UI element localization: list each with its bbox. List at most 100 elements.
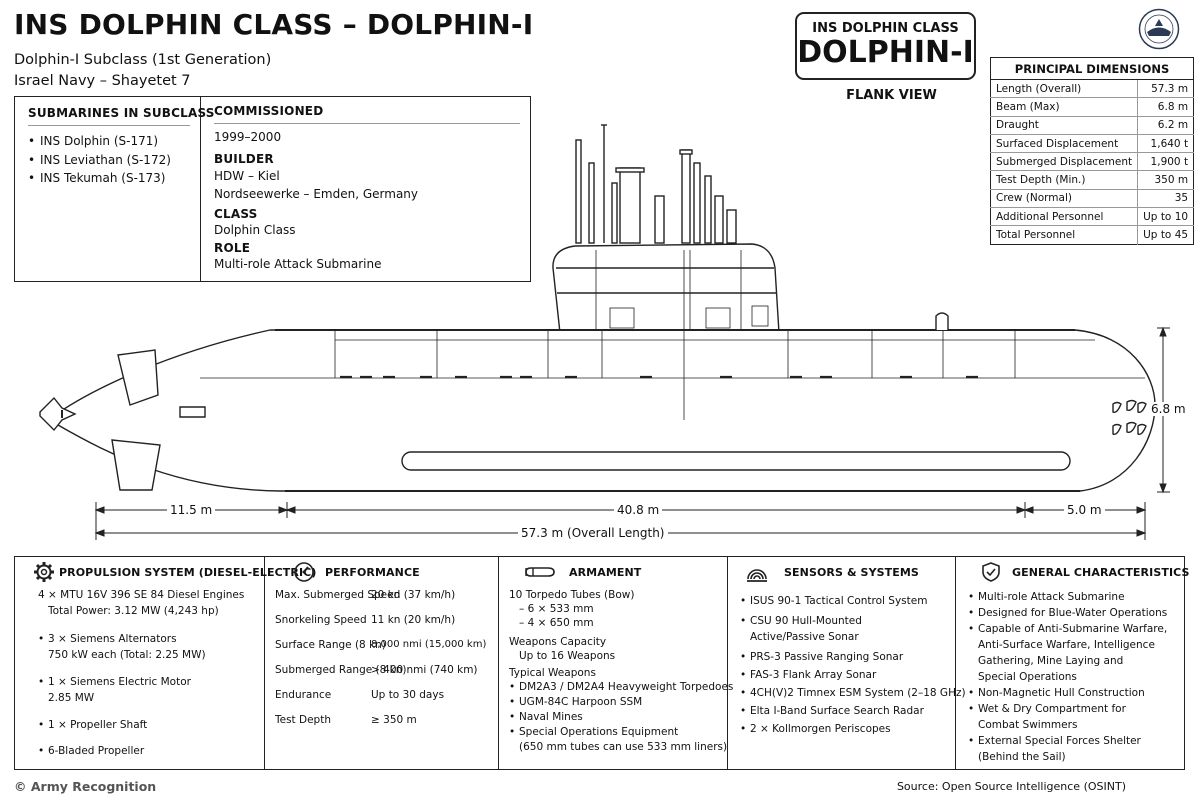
subclass-column: SUBMARINES IN SUBCLASS INS Dolphin (S-17…: [15, 97, 215, 281]
list-item: INS Dolphin (S-171): [28, 132, 200, 151]
list-item: DM2A3 / DM2A4 Heavyweight Torpedoes: [509, 680, 733, 695]
dim-value: 6.2 m: [1137, 115, 1194, 135]
list-item: INS Tekumah (S-173): [28, 169, 200, 188]
dim-label: Crew (Normal): [990, 188, 1138, 208]
panel-header: PERFORMANCE: [265, 561, 498, 583]
table-row: Test Depth (Min.)350 m: [990, 170, 1194, 190]
dim-mid-label: 40.8 m: [614, 503, 663, 517]
general-line: Anti-Surface Warfare, Intelligence: [978, 639, 1155, 651]
list-item: CSU 90 Hull-Mounted: [740, 613, 955, 629]
dimensions-table: PRINCIPAL DIMENSIONS Length (Overall)57.…: [990, 57, 1195, 245]
list-item: FAS-3 Flank Array Sonar: [740, 667, 955, 683]
credit-text: © Army Recognition: [14, 779, 157, 794]
class-value: Dolphin Class: [214, 223, 296, 237]
armament-line: 10 Torpedo Tubes (Bow): [509, 589, 635, 601]
propulsion-line: 1 × Propeller Shaft: [38, 717, 264, 733]
perf-value: Up to 30 days: [371, 689, 445, 701]
dim-value: 350 m: [1137, 170, 1194, 190]
dim-label: Submerged Displacement: [990, 152, 1138, 171]
perf-key: Snorkeling Speed: [275, 614, 367, 626]
dim-overall-label: 57.3 m (Overall Length): [518, 526, 668, 540]
perf-key: Test Depth: [275, 714, 331, 726]
armament-line: Typical Weapons: [509, 667, 596, 679]
page-title: INS DOLPHIN CLASS – DOLPHIN-I: [14, 8, 534, 41]
list-item: Capable of Anti-Submarine Warfare,: [968, 621, 1186, 637]
general-heading: GENERAL CHARACTERISTICS: [1012, 566, 1190, 579]
submarine-list: INS Dolphin (S-171) INS Leviathan (S-172…: [28, 132, 200, 188]
dim-label: Additional Personnel: [990, 207, 1138, 226]
panel-header: GENERAL CHARACTERISTICS: [956, 561, 1189, 583]
propulsion-panel: PROPULSION SYSTEM (DIESEL-ELECTRIC) 4 × …: [15, 557, 316, 769]
dim-label: Draught: [990, 115, 1138, 135]
dim-value: 57.3 m: [1137, 78, 1194, 98]
role-heading: ROLE: [214, 241, 251, 255]
list-item: INS Leviathan (S-172): [28, 151, 200, 170]
general-body: Multi-role Attack Submarine Designed for…: [956, 589, 1186, 765]
propulsion-line: 750 kW each (Total: 2.25 MW): [48, 649, 206, 661]
list-item: Multi-role Attack Submarine: [968, 589, 1186, 605]
builder-value-1: HDW – Kiel: [214, 169, 280, 183]
subs-heading: SUBMARINES IN SUBCLASS: [28, 106, 215, 120]
badge-name: DOLPHIN-I: [797, 35, 974, 70]
list-item: Naval Mines: [509, 710, 727, 725]
sensors-heading: SENSORS & SYSTEMS: [784, 566, 919, 579]
list-item: PRS-3 Passive Ranging Sonar: [740, 649, 955, 665]
propulsion-heading: PROPULSION SYSTEM (DIESEL-ELECTRIC): [59, 566, 317, 579]
dim-value: 6.8 m: [1137, 97, 1194, 117]
sensors-line: Active/Passive Sonar: [750, 631, 859, 643]
divider: [28, 125, 190, 126]
perf-value: 20 kn (37 km/h): [371, 589, 456, 601]
submarine-drawing: [39, 124, 1170, 540]
list-item: ISUS 90-1 Tactical Control System: [740, 593, 955, 609]
subclass-subtitle: Dolphin-I Subclass (1st Generation): [14, 52, 272, 68]
perf-key: Max. Submerged Speed: [275, 589, 401, 601]
perf-key: Submerged Range (8 kn): [275, 664, 407, 676]
propulsion-line: 4 × MTU 16V 396 SE 84 Diesel Engines: [38, 589, 245, 601]
builder-value-2: Nordseewerke – Emden, Germany: [214, 187, 418, 201]
propulsion-line: 3 × Siemens Alternators: [38, 631, 264, 647]
dim-value: Up to 10: [1137, 207, 1194, 226]
list-item: UGM-84C Harpoon SSM: [509, 695, 727, 710]
torpedo-icon: [525, 567, 555, 577]
armament-line: – 6 × 533 mm: [519, 603, 594, 615]
dim-label: Beam (Max): [990, 97, 1138, 117]
gauge-icon: [294, 562, 314, 582]
info-box: SUBMARINES IN SUBCLASS INS Dolphin (S-17…: [14, 96, 531, 282]
panel-header: ARMAMENT: [499, 561, 727, 583]
sensors-panel: SENSORS & SYSTEMS ISUS 90-1 Tactical Con…: [728, 557, 966, 769]
gear-icon: [34, 562, 54, 582]
list-item: Wet & Dry Compartment for: [968, 701, 1186, 717]
perf-key: Endurance: [275, 689, 332, 701]
perf-value: 8,000 nmi (15,000 km): [371, 639, 487, 650]
dim-height-label: 6.8 m: [1148, 402, 1189, 416]
table-row: Crew (Normal)35: [990, 188, 1194, 208]
propulsion-line: Total Power: 3.12 MW (4,243 hp): [48, 605, 219, 617]
role-value: Multi-role Attack Submarine: [214, 257, 382, 271]
table-row: Beam (Max)6.8 m: [990, 97, 1194, 117]
propulsion-line: 2.85 MW: [48, 692, 95, 704]
perf-value: > 400 nmi (740 km): [371, 664, 478, 676]
view-label: FLANK VIEW: [846, 88, 937, 103]
armament-line: Weapons Capacity: [509, 636, 607, 648]
perf-value: ≥ 350 m: [371, 714, 417, 726]
list-item: Elta I-Band Surface Search Radar: [740, 703, 955, 719]
commissioned-heading: COMMISSIONED: [214, 104, 324, 118]
dim-label: Length (Overall): [990, 78, 1138, 98]
list-item: 4CH(V)2 Timnex ESM System (2–18 GHz): [740, 685, 966, 701]
propulsion-line: 6-Bladed Propeller: [38, 743, 264, 759]
armament-heading: ARMAMENT: [569, 566, 642, 579]
list-item: Designed for Blue-Water Operations: [968, 605, 1186, 621]
propulsion-body: 4 × MTU 16V 396 SE 84 Diesel Engines Tot…: [15, 587, 264, 759]
dim-stern-label: 11.5 m: [167, 503, 216, 517]
dim-label: Surfaced Displacement: [990, 133, 1138, 153]
armament-line: – 4 × 650 mm: [519, 617, 594, 629]
builder-heading: BUILDER: [214, 152, 274, 166]
dim-value: 1,900 t: [1137, 152, 1194, 171]
spec-panels: PROPULSION SYSTEM (DIESEL-ELECTRIC) 4 × …: [14, 556, 1189, 770]
sensors-body: ISUS 90-1 Tactical Control System CSU 90…: [728, 593, 966, 737]
list-item: Special Operations Equipment: [509, 725, 727, 740]
